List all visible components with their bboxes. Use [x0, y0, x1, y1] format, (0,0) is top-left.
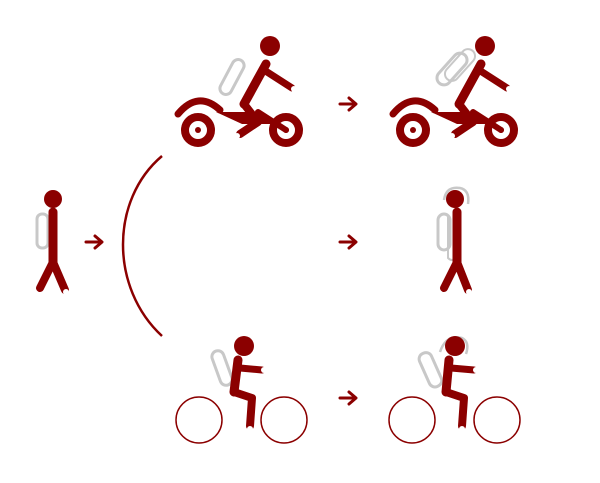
- standing-person-with-backpack-icon: [436, 186, 472, 295]
- right-arrow-icon: [338, 390, 358, 406]
- right-arrow-icon: [338, 234, 358, 250]
- backpack-icon: [210, 349, 234, 387]
- backpack-icon: [436, 212, 452, 252]
- branch-bracket: [121, 155, 163, 337]
- backpack-icon: [218, 58, 246, 96]
- motorcyclist-with-backpack-icon: [178, 36, 299, 143]
- right-arrow-icon: [338, 96, 358, 112]
- head-shape: [446, 190, 464, 208]
- head-shape: [445, 336, 465, 356]
- backpack-outline-icon: [443, 48, 477, 82]
- start-walking-person-icon: [35, 190, 69, 295]
- head-shape: [44, 190, 62, 208]
- backpack-icon: [35, 212, 50, 250]
- shifted-backpack-icon: [435, 51, 469, 87]
- right-arrow-icon: [84, 234, 104, 250]
- head-shape: [234, 336, 254, 356]
- cyclist-with-backpack-icon: [175, 336, 308, 444]
- cyclist-with-shifted-backpack-icon: [388, 336, 521, 444]
- shifted-backpack-icon: [417, 351, 444, 389]
- motorcyclist-with-shifted-backpack-icon: [393, 36, 514, 143]
